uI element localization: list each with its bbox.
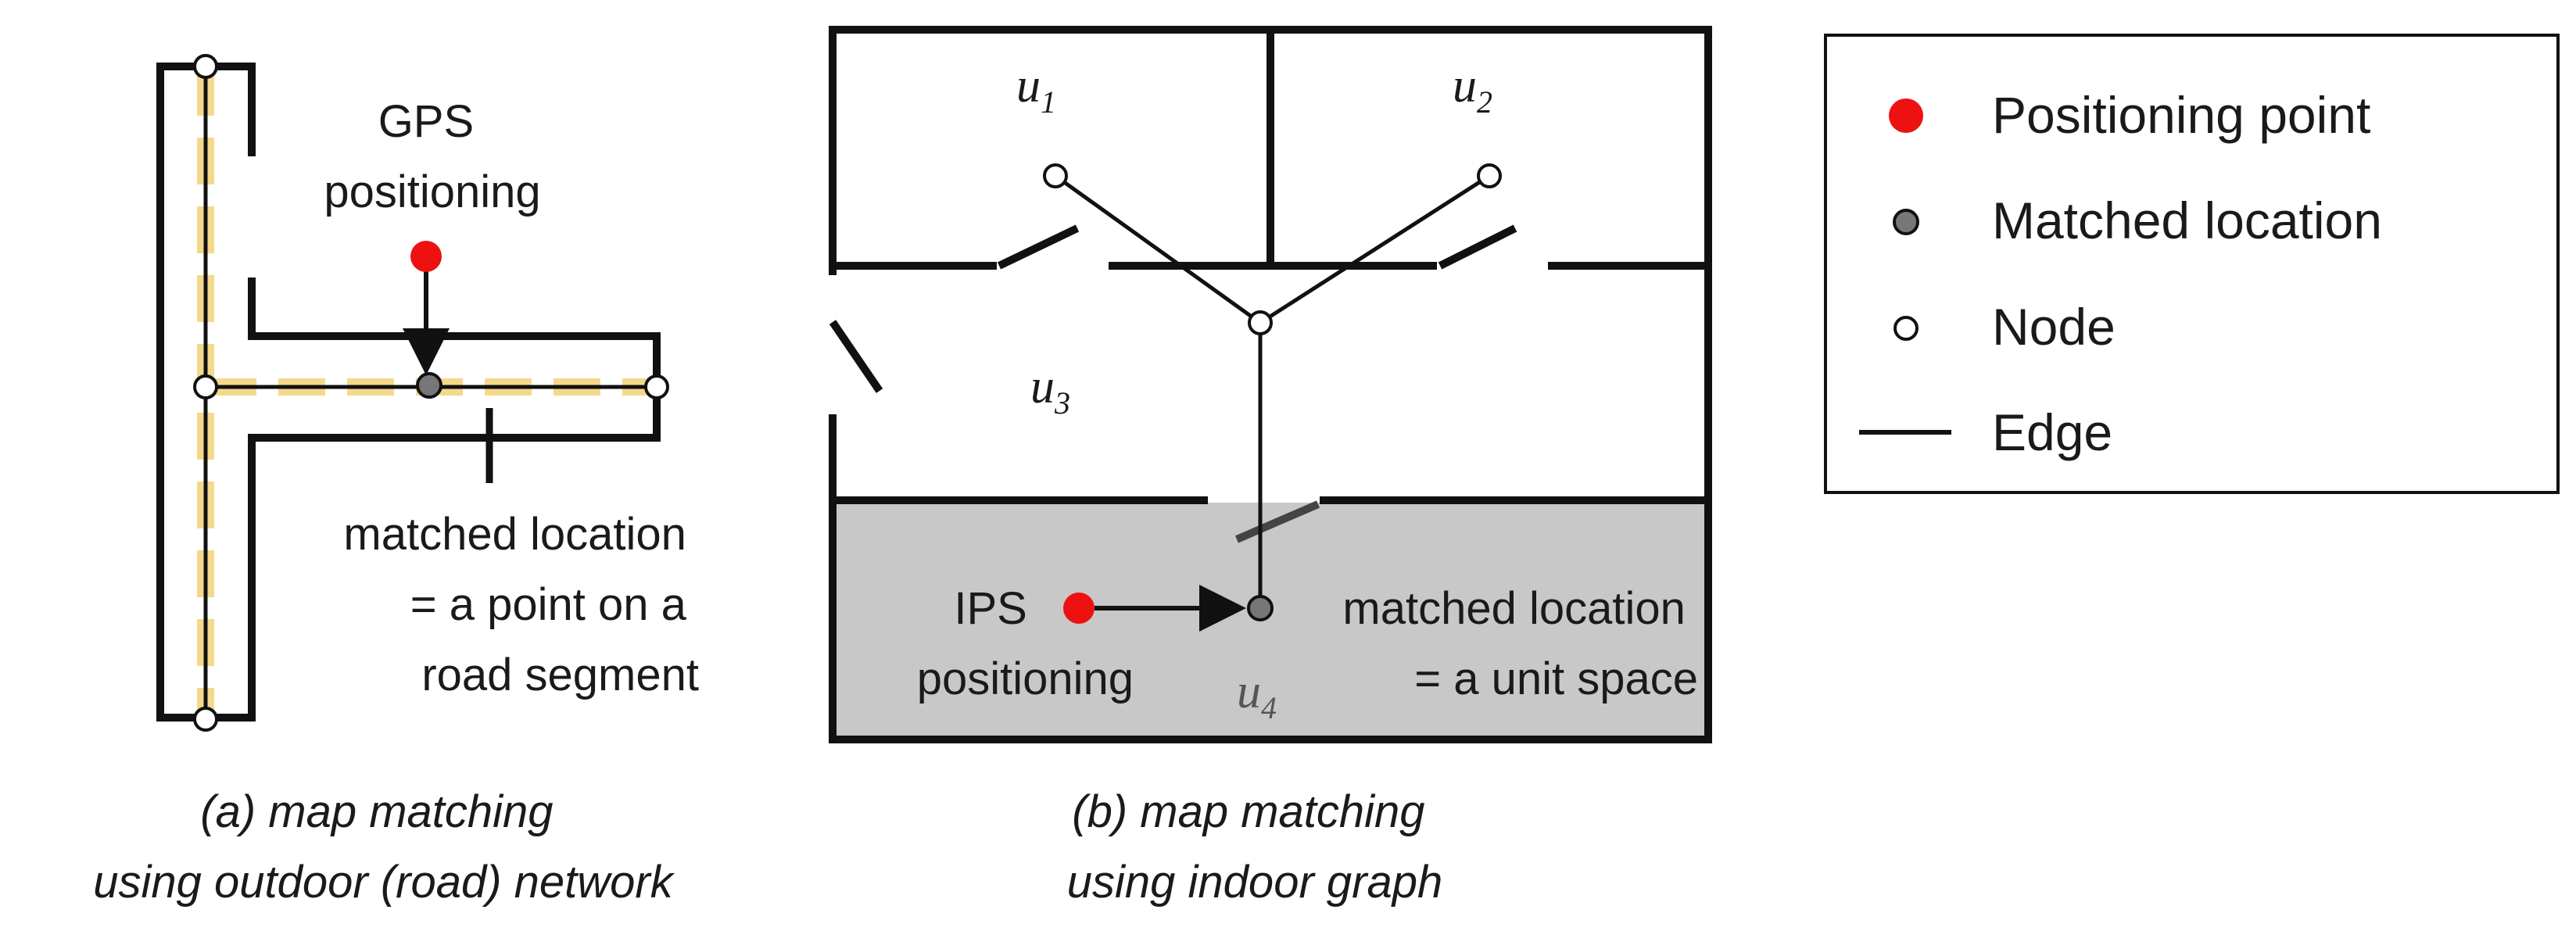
road-node-right [644, 374, 669, 399]
ips-label: IPS positioning [917, 583, 1134, 704]
legend-matched-location-icon [1893, 209, 1919, 235]
ips-positioning-point [1063, 593, 1095, 624]
graph-node-u1 [1043, 163, 1068, 188]
unit-label-u3: u3 [1030, 360, 1070, 421]
legend-positioning-point-icon [1889, 98, 1923, 133]
graph-node-u3 [1248, 310, 1273, 335]
indoor-matched-description: matched location = a unit space [1342, 583, 1698, 704]
unit-space-u4-fill [833, 503, 1708, 739]
gps-positioning-point [410, 241, 442, 272]
graph-node-u2 [1477, 163, 1502, 188]
road-node-top [193, 54, 218, 79]
graph-edge-u1-u3 [1054, 174, 1262, 325]
legend-node-icon [1893, 316, 1919, 341]
door-left-exterior [829, 320, 883, 393]
unit-label-u4: u4 [1237, 665, 1277, 725]
door-u4 [1235, 500, 1320, 543]
gps-label: GPS positioning [324, 96, 540, 217]
graph-matched-location-u4 [1247, 595, 1274, 621]
graph-edge-u2-u3 [1259, 174, 1491, 325]
unit-label-u2: u2 [1453, 59, 1492, 120]
building-outline [829, 26, 1712, 743]
legend-box [1824, 34, 2560, 494]
road-matched-description: matched location = a point on a road seg… [343, 509, 699, 700]
legend-label-node: Node [1992, 298, 2116, 356]
legend-label-edge: Edge [1992, 403, 2112, 461]
legend-label-matched-location: Matched location [1992, 192, 2382, 249]
panel-b-indoor-graph: u1 u2 u3 u4 IPS positioning matched loca… [829, 26, 1712, 908]
panel-a-outdoor-network: GPS positioning matched location = a poi… [93, 54, 699, 908]
unit-label-u1: u1 [1016, 59, 1056, 120]
road-node-junction [193, 374, 218, 399]
legend: Positioning point Matched location Node … [1824, 34, 2560, 494]
door-u2 [1438, 224, 1517, 270]
caption-b: (b) map matching using indoor graph [1067, 786, 1442, 908]
legend-label-positioning-point: Positioning point [1992, 86, 2370, 144]
road-matched-location [416, 372, 442, 399]
road-node-bottom [193, 707, 218, 732]
caption-a: (a) map matching using outdoor (road) ne… [93, 786, 675, 908]
door-u1 [997, 224, 1080, 270]
